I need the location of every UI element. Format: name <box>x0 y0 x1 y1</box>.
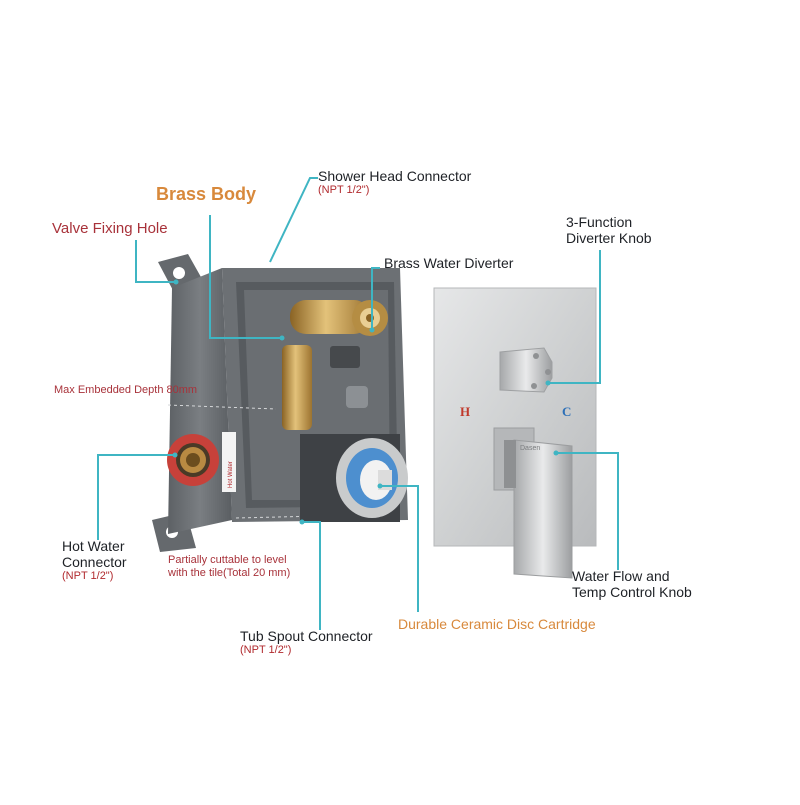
leader-brass-diverter <box>371 267 380 330</box>
tub-spout-label: Tub Spout Connector (NPT 1/2") <box>240 628 373 657</box>
leader-hot-water <box>97 454 175 540</box>
hot-water-label: Hot Water Connector (NPT 1/2") <box>62 538 127 583</box>
hot-mark: H <box>460 404 470 419</box>
flow-knob-line2: Temp Control Knob <box>572 584 692 601</box>
shower-head-spec: (NPT 1/2") <box>318 184 370 197</box>
control-handle <box>493 427 573 579</box>
leader-3-function-knob <box>548 250 601 384</box>
cuttable-line2: with the tile(Total 20 mm) <box>168 566 291 579</box>
cuttable-label: Partially cuttable to level with the til… <box>168 554 290 579</box>
hot-water-line2: Connector <box>62 554 127 571</box>
hot-water-sticker: Hot Water <box>222 432 236 492</box>
function-knob-line2: Diverter Knob <box>566 230 652 247</box>
leader-valve-fixing-hole <box>135 240 176 283</box>
function-knob-line1: 3-Function <box>566 214 633 230</box>
hot-water-port <box>167 434 219 486</box>
flow-knob-label: Water Flow and Temp Control Knob <box>572 568 692 600</box>
brass-body <box>282 300 388 430</box>
cuttable-line1: Partially cuttable to level <box>168 554 287 566</box>
shower-head-title: Shower Head Connector <box>318 168 472 184</box>
max-depth-label: Max Embedded Depth 80mm <box>54 384 198 396</box>
leader-tub-spout <box>302 521 321 630</box>
leader-brass-body <box>209 215 282 339</box>
brass-diverter-label: Brass Water Diverter <box>384 255 514 271</box>
flow-knob-line1: Water Flow and <box>572 568 670 584</box>
leader-dots <box>172 279 559 525</box>
trim-plate: H C Dasen <box>433 287 597 579</box>
ceramic-cartridge <box>300 434 408 522</box>
hot-water-line1: Hot Water <box>62 538 125 554</box>
tub-spout-spec: (NPT 1/2") <box>240 644 292 657</box>
leader-flow-knob <box>556 452 619 570</box>
tub-spout-title: Tub Spout Connector <box>240 628 373 644</box>
cartridge-label: Durable Ceramic Disc Cartridge <box>398 616 596 632</box>
shower-head-label: Shower Head Connector (NPT 1/2") <box>318 168 471 197</box>
diverter-knob <box>499 347 553 393</box>
leader-shower-head <box>269 177 318 263</box>
cold-mark: C <box>562 404 571 419</box>
brand-mark: Dasen <box>520 445 540 452</box>
valve-fixing-hole-label: Valve Fixing Hole <box>52 220 168 237</box>
leader-lines <box>97 177 619 630</box>
leader-cartridge <box>380 485 419 612</box>
brass-body-label: Brass Body <box>156 184 257 204</box>
fixing-hole-top <box>173 267 185 279</box>
sticker-text: Hot Water <box>228 461 234 488</box>
function-knob-label: 3-Function Diverter Knob <box>566 214 652 246</box>
hot-water-spec: (NPT 1/2") <box>62 570 114 583</box>
